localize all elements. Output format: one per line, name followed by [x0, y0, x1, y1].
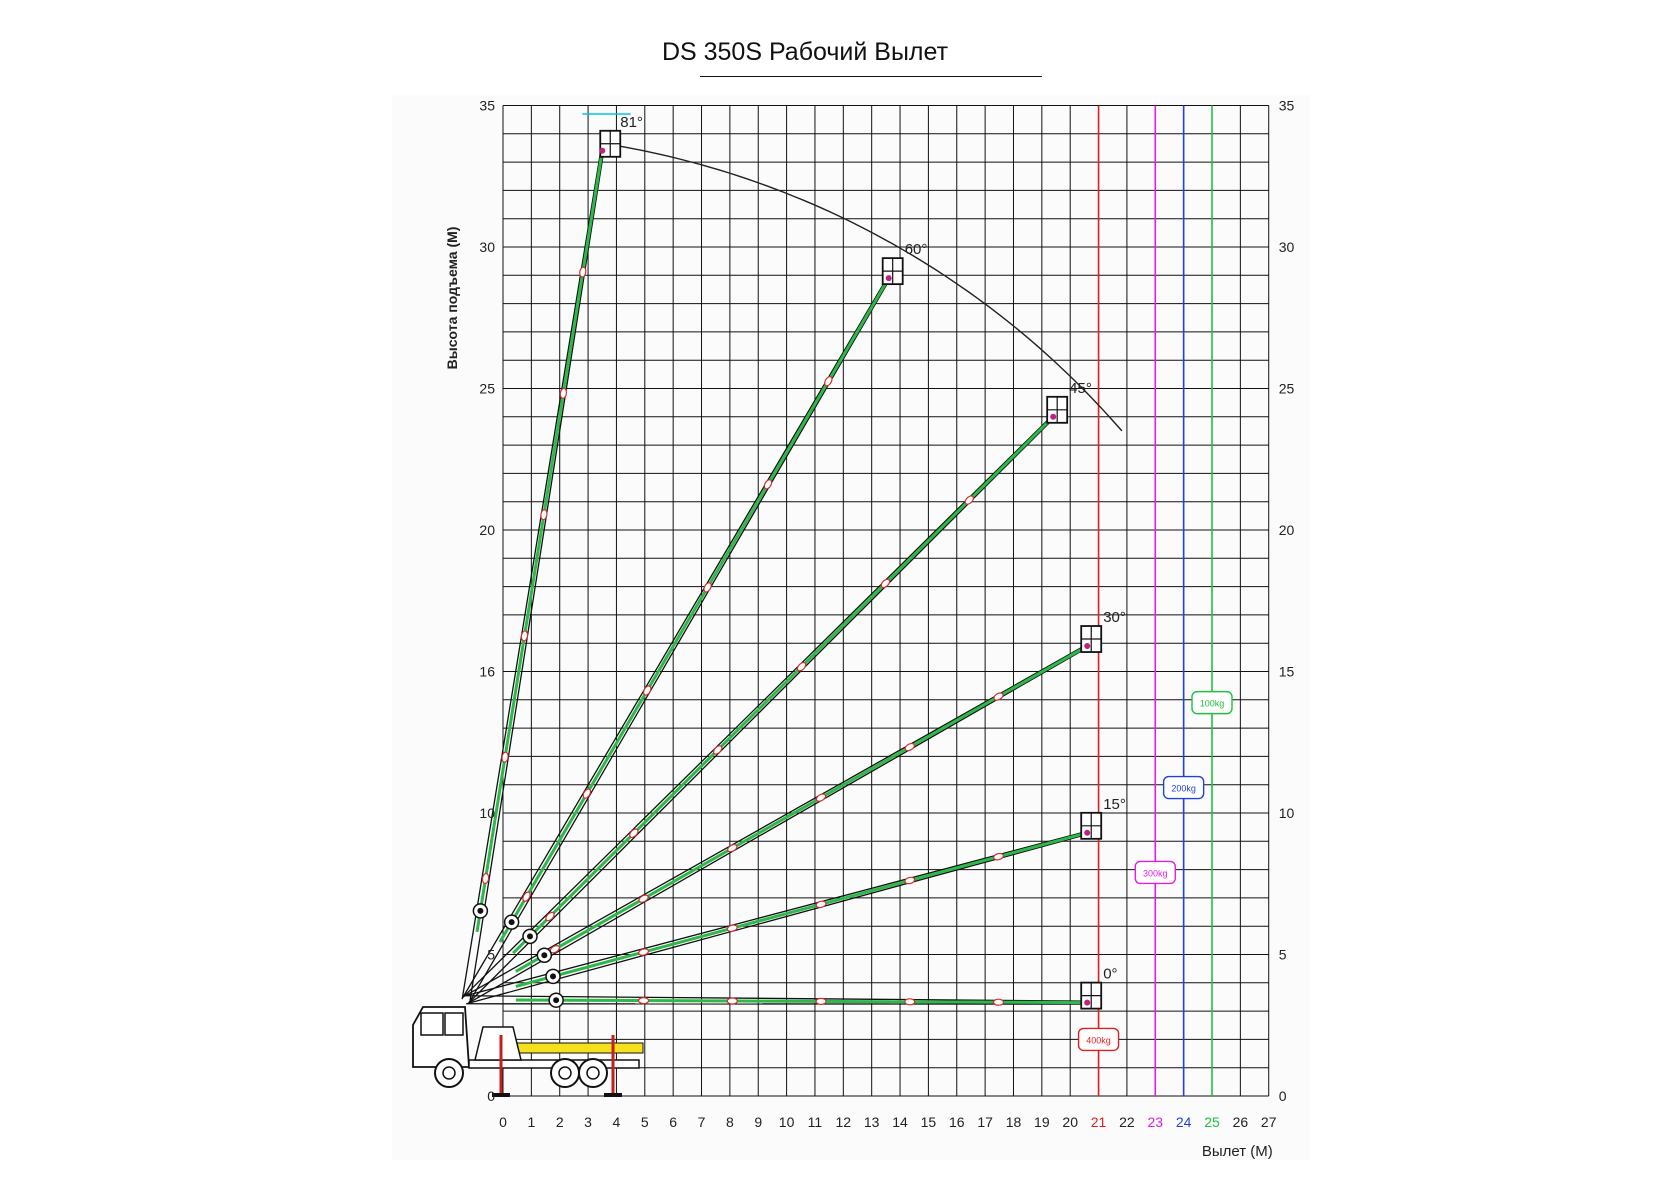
boom-position: 15°	[464, 796, 1126, 1005]
y-tick-label-right: 35	[1279, 98, 1295, 114]
y-tick-label-right: 0	[1279, 1088, 1287, 1104]
boom-angle-label: 45°	[1069, 380, 1092, 397]
platform-basket	[881, 257, 904, 286]
x-tick-label: 27	[1261, 1114, 1277, 1130]
x-tick-label: 24	[1176, 1114, 1192, 1130]
reach-envelope	[582, 113, 1123, 432]
platform-basket	[1046, 395, 1069, 424]
x-tick-label: 8	[726, 1114, 734, 1130]
load-limit-label: 400kg	[1086, 1035, 1111, 1045]
truck-deck	[512, 1042, 644, 1054]
x-tick-label: 2	[556, 1114, 564, 1130]
chart-title: DS 350S Рабочий Вылет	[661, 38, 949, 66]
x-tick-label: 9	[754, 1114, 762, 1130]
boom-positions: 81° 60° 45° 30° 15° 0°	[461, 114, 1126, 1010]
truck	[412, 1006, 644, 1097]
boom-angle-label: 81°	[620, 114, 643, 131]
x-tick-label: 21	[1091, 1114, 1107, 1130]
y-tick-label-right: 30	[1279, 239, 1295, 255]
y-tick-label-right: 5	[1279, 947, 1287, 963]
y-tick-label-left: 30	[479, 239, 495, 255]
y-tick-label-right: 15	[1279, 664, 1295, 680]
platform-basket	[1080, 811, 1103, 840]
boom-angle-label: 15°	[1103, 796, 1126, 813]
x-tick-label: 7	[698, 1114, 706, 1130]
platform-basket	[1080, 625, 1103, 653]
y-tick-label-left: 20	[479, 522, 495, 538]
x-tick-label: 0	[499, 1114, 507, 1130]
y-tick-label-right: 25	[1279, 381, 1295, 397]
y-tick-label-left: 16	[479, 664, 495, 680]
title-underline	[700, 76, 1042, 77]
y-tick-label-right: 10	[1279, 805, 1295, 821]
x-tick-label: 11	[808, 1114, 823, 1130]
boom-position: 0°	[466, 966, 1118, 1010]
x-tick-label: 14	[892, 1114, 908, 1130]
platform-basket	[1080, 981, 1103, 1010]
x-tick-label: 25	[1204, 1114, 1220, 1130]
x-tick-label: 18	[1006, 1114, 1022, 1130]
truck-turret	[474, 1026, 522, 1061]
x-tick-label: 23	[1147, 1114, 1163, 1130]
x-tick-label: 15	[921, 1114, 937, 1130]
y-tick-label-right: 20	[1279, 522, 1295, 538]
y-tick-label-left: 35	[479, 98, 495, 114]
y-tick-label-left: 0	[487, 1088, 495, 1104]
boom-position: 45°	[462, 380, 1092, 1004]
outrigger-pad	[604, 1093, 622, 1097]
x-tick-label: 13	[864, 1114, 880, 1130]
outrigger-pad	[492, 1093, 510, 1097]
load-limit-badge: 300kg	[1134, 860, 1176, 885]
x-tick-label: 4	[613, 1114, 621, 1130]
x-tick-label: 20	[1062, 1114, 1078, 1130]
y-axis-label: Высота подъема (М)	[444, 227, 460, 370]
truck-window	[420, 1012, 444, 1036]
x-tick-label: 3	[584, 1114, 592, 1130]
load-limit-lines: 400kg 300kg 200kg 100kg	[1077, 105, 1233, 1096]
x-tick-label: 1	[527, 1114, 535, 1130]
x-tick-label: 5	[641, 1114, 649, 1130]
load-limit-label: 300kg	[1143, 868, 1168, 878]
x-tick-label: 6	[669, 1114, 677, 1130]
reach-envelope-arc	[613, 144, 1123, 432]
x-tick-label: 17	[977, 1114, 993, 1130]
load-limit-label: 200kg	[1171, 784, 1196, 794]
x-tick-label: 16	[949, 1114, 965, 1130]
platform-basket	[599, 129, 622, 158]
x-axis-label: Вылет (М)	[1202, 1143, 1273, 1160]
y-tick-label-left: 10	[479, 805, 495, 821]
y-tick-label-left: 25	[479, 381, 495, 397]
x-tick-label: 19	[1034, 1114, 1050, 1130]
x-tick-label: 10	[779, 1114, 795, 1130]
boom-position: 81°	[461, 114, 643, 1001]
boom-angle-label: 30°	[1103, 609, 1126, 626]
boom-angle-label: 0°	[1103, 966, 1117, 983]
boom-angle-label: 60°	[905, 241, 928, 258]
boom-position: 30°	[463, 609, 1126, 1004]
load-limit-badge: 200kg	[1162, 775, 1205, 800]
truck-window	[444, 1012, 464, 1036]
x-tick-label: 26	[1233, 1114, 1249, 1130]
x-tick-label: 22	[1119, 1114, 1135, 1130]
load-limit-label: 100kg	[1200, 699, 1225, 709]
x-tick-label: 12	[836, 1114, 852, 1130]
load-limit-badge: 400kg	[1077, 1027, 1120, 1052]
load-limit-badge: 100kg	[1191, 690, 1233, 715]
boom-position: 60°	[462, 241, 928, 1003]
y-tick-label-left: 5	[487, 947, 495, 963]
